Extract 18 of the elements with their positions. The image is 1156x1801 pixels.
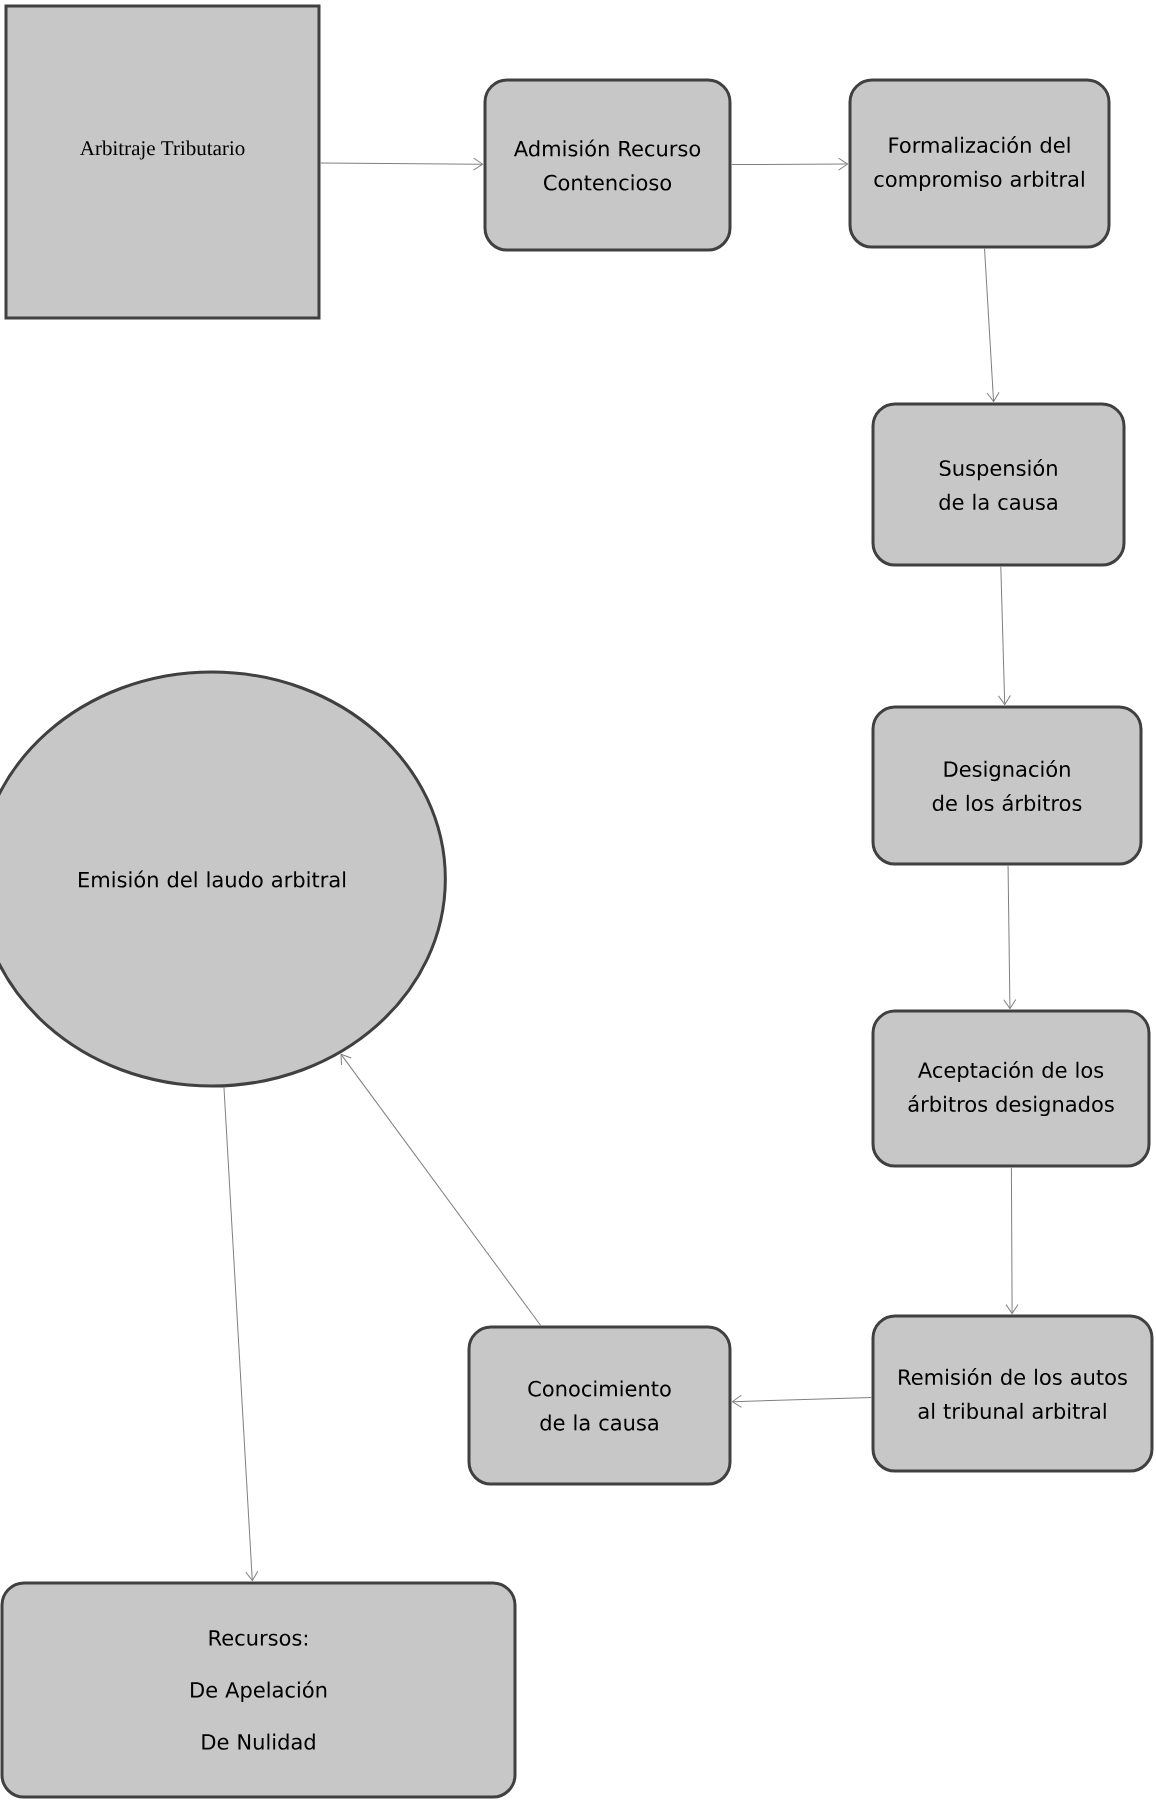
arrow [1003,865,1017,1010]
arrow [223,1086,259,1582]
process-box: Aceptación de los árbitros designados [871,1009,1151,1168]
arrow [1005,1167,1019,1315]
arrow [340,1053,542,1326]
arrow [731,157,849,171]
process-box: Recursos: De Apelación De Nulidad [0,1581,517,1799]
process-box: Conocimiento de la causa [467,1325,732,1486]
process-box: Admisión Recurso Contencioso [483,78,732,252]
process-box: Arbitraje Tributario [4,4,321,320]
arrow [984,248,1000,403]
arrow [320,157,484,171]
arrow [997,566,1011,706]
process-box: Designación de los árbitros [871,705,1143,866]
arrow [731,1394,872,1408]
process-box: Remisión de los autos al tribunal arbitral [871,1314,1154,1473]
process-box: Suspensión de la causa [871,402,1126,567]
process-box: Formalización del compromiso arbitral [848,78,1111,249]
